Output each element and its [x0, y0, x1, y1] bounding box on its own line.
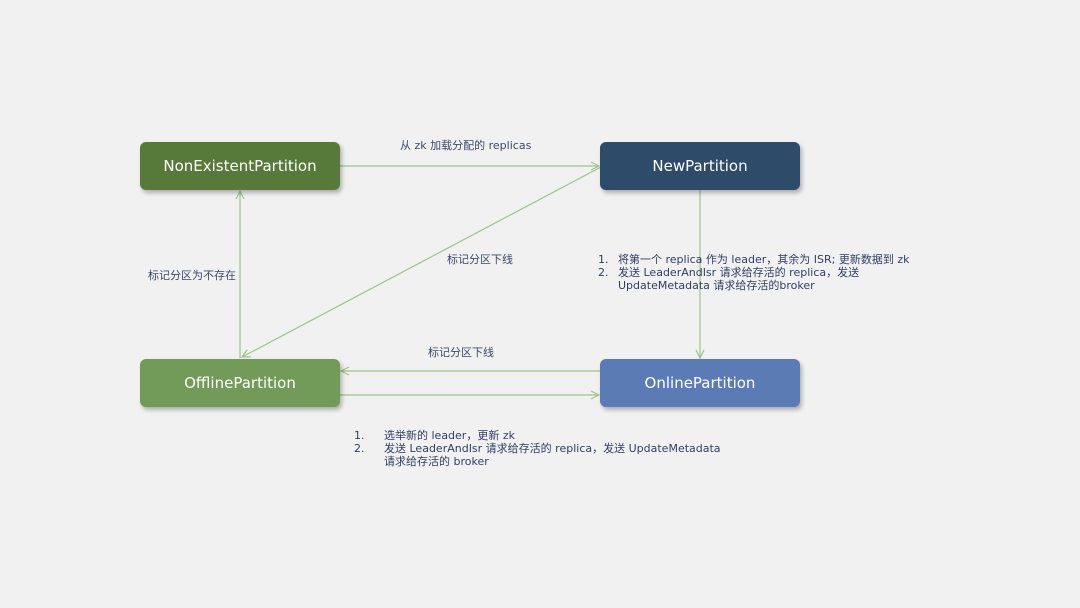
note-item-text: 请求给存活的 broker	[384, 455, 489, 468]
note-item-number: 1.	[354, 429, 365, 442]
edge-label-load-replicas: 从 zk 加载分配的 replicas	[400, 139, 532, 152]
note-item: 1. 选举新的 leader，更新 zk	[354, 429, 721, 442]
note-item-number: 2.	[354, 442, 365, 455]
node-new-partition: NewPartition	[600, 142, 800, 190]
note-item-number: 1.	[598, 253, 609, 266]
node-offline-partition: OfflinePartition	[140, 359, 340, 407]
note-item-number: 2.	[598, 266, 609, 279]
edge-label-mark-not-exist: 标记分区为不存在	[148, 269, 236, 282]
note-item-text: 发送 LeaderAndIsr 请求给存活的 replica，发送	[618, 266, 860, 279]
note-item-text: 将第一个 replica 作为 leader，其余为 ISR; 更新数据到 zk	[618, 253, 910, 266]
arrow-new-to-offline	[242, 166, 602, 357]
edge-label-mark-offline-bottom: 标记分区下线	[428, 346, 494, 359]
note-item-text: 发送 LeaderAndIsr 请求给存活的 replica，发送 Update…	[384, 442, 721, 455]
note-offline-to-online: 1. 选举新的 leader，更新 zk 2. 发送 LeaderAndIsr …	[354, 429, 721, 468]
node-online-partition: OnlinePartition	[600, 359, 800, 407]
note-new-to-online: 1. 将第一个 replica 作为 leader，其余为 ISR; 更新数据到…	[598, 253, 909, 292]
note-item: 请求给存活的 broker	[354, 455, 721, 468]
node-nonexistent-partition: NonExistentPartition	[140, 142, 340, 190]
note-item: 1. 将第一个 replica 作为 leader，其余为 ISR; 更新数据到…	[598, 253, 909, 266]
note-item: 2. 发送 LeaderAndIsr 请求给存活的 replica，发送 Upd…	[354, 442, 721, 455]
note-item-text: UpdateMetadata 请求给存活的broker	[618, 279, 815, 292]
note-item: 2. 发送 LeaderAndIsr 请求给存活的 replica，发送	[598, 266, 909, 279]
edge-label-mark-offline-diagonal: 标记分区下线	[447, 253, 513, 266]
note-item-text: 选举新的 leader，更新 zk	[384, 429, 515, 442]
note-item: UpdateMetadata 请求给存活的broker	[598, 279, 909, 292]
